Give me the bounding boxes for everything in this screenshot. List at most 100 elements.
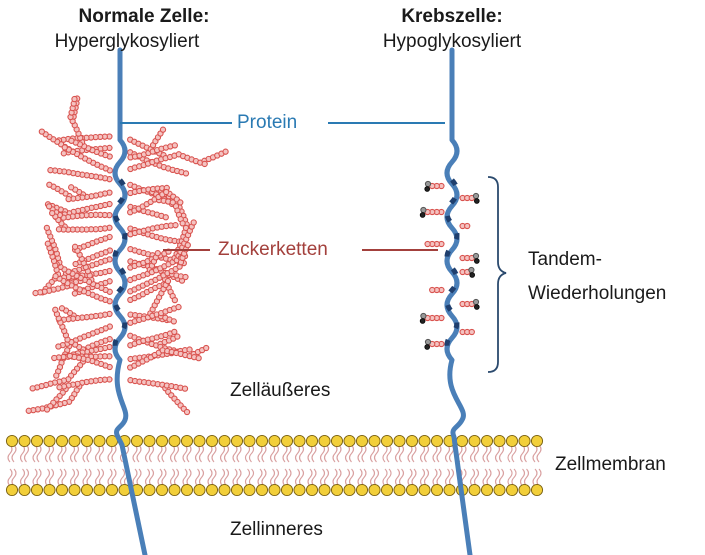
lipid-head (306, 484, 317, 495)
sugar-bead (176, 304, 181, 309)
lipid-head (256, 484, 267, 495)
glycan-cap (425, 181, 430, 186)
lipid-head (494, 435, 505, 446)
lipid-tail (8, 445, 16, 462)
glycan-cap (474, 259, 479, 264)
lipid-tail (371, 445, 379, 462)
lipid-head (394, 484, 405, 495)
lipid-head (231, 484, 242, 495)
lipid-tail (471, 469, 479, 486)
sugar-bead (61, 151, 66, 156)
lipid-head (419, 435, 430, 446)
lipid-head (156, 435, 167, 446)
lipid-head (56, 484, 67, 495)
sugar-bead (171, 319, 176, 324)
sugar-chains-label: Zuckerketten (218, 239, 328, 262)
lipid-tail (433, 469, 441, 486)
lipid-head (81, 435, 92, 446)
lipid-head (519, 484, 530, 495)
lipid-tail (83, 445, 91, 462)
lipid-tail (108, 445, 116, 462)
glycan-cap (425, 339, 430, 344)
lipid-tail (158, 469, 166, 486)
lipid-tail (221, 469, 229, 486)
lipid-tail (33, 469, 41, 486)
sugar-bead (185, 243, 190, 248)
lipid-head (156, 484, 167, 495)
sugar-bead (425, 241, 430, 246)
lipid-head (56, 435, 67, 446)
lipid-tail (496, 445, 504, 462)
lipid-tail (146, 445, 154, 462)
lipid-tail (296, 445, 304, 462)
sugar-bead (173, 223, 178, 228)
sugar-bead (56, 344, 61, 349)
left-cell-subtitle: Hyperglykosyliert (55, 31, 200, 54)
sugar-bead (67, 353, 72, 358)
sugar-bead (164, 189, 169, 194)
sugar-bead (223, 149, 228, 154)
membrane-label: Zellmembran (555, 454, 666, 477)
lipid-tail (521, 445, 529, 462)
tandem-repeats-label-line1: Tandem- (528, 249, 602, 272)
lipid-head (219, 435, 230, 446)
glycan-cap (469, 267, 474, 272)
lipid-tail (446, 445, 454, 462)
lipid-head (6, 484, 17, 495)
sugar-bead (73, 261, 78, 266)
lipid-head (44, 484, 55, 495)
lipid-head (369, 484, 380, 495)
lipid-tail (258, 469, 266, 486)
sugar-bead (48, 168, 53, 173)
lipid-head (469, 435, 480, 446)
lipid-tail (433, 445, 441, 462)
sugar-bead (56, 227, 61, 232)
lipid-head (506, 484, 517, 495)
lipid-head (331, 435, 342, 446)
lipid-head (269, 484, 280, 495)
lipid-head (319, 435, 330, 446)
sugar-bead (178, 200, 183, 205)
lipid-head (519, 435, 530, 446)
lipid-head (294, 484, 305, 495)
lipid-tail (21, 445, 29, 462)
lipid-tail (396, 445, 404, 462)
lipid-head (256, 435, 267, 446)
lipid-head (6, 435, 17, 446)
lipid-tail (221, 445, 229, 462)
lipid-tail (308, 445, 316, 462)
lipid-tail (208, 469, 216, 486)
glycan-cap (474, 199, 479, 204)
sugar-bead (202, 161, 207, 166)
lipid-head (431, 435, 442, 446)
lipid-head (19, 435, 30, 446)
lipid-head (469, 484, 480, 495)
lipid-head (19, 484, 30, 495)
lipid-tail (383, 445, 391, 462)
glycan-cap (420, 213, 425, 218)
lipid-head (344, 435, 355, 446)
lipid-tail (208, 445, 216, 462)
sugar-bead (180, 221, 185, 226)
lipid-head (244, 484, 255, 495)
lipid-head (69, 484, 80, 495)
lipid-tail (483, 469, 491, 486)
sugar-bead (47, 182, 52, 187)
sugar-bead (172, 329, 177, 334)
sugar-bead (430, 287, 435, 292)
lipid-head (331, 484, 342, 495)
left-sugar-chains (26, 96, 228, 415)
lipid-tail (421, 445, 429, 462)
sugar-bead (465, 223, 470, 228)
lipid-head (44, 435, 55, 446)
lipid-tail (133, 469, 141, 486)
lipid-head (244, 435, 255, 446)
sugar-bead (72, 244, 77, 249)
lipid-head (356, 484, 367, 495)
lipid-head (394, 435, 405, 446)
glycan-cap (421, 207, 426, 212)
sugar-bead (57, 385, 62, 390)
lipid-tail (483, 445, 491, 462)
lipid-head (481, 484, 492, 495)
